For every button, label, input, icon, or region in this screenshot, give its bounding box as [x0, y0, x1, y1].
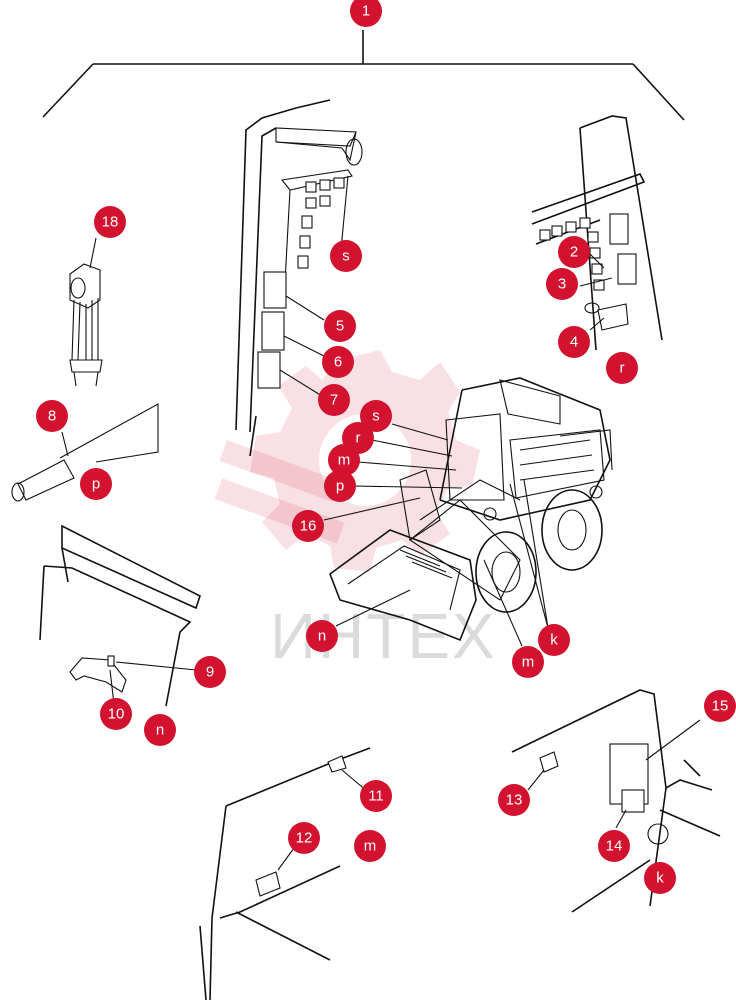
decal-5 [263, 271, 287, 309]
decal-12 [255, 871, 281, 897]
svg-text:11: 11 [368, 788, 384, 805]
callout-18: 18 [94, 206, 126, 238]
svg-text:p: p [336, 478, 344, 495]
svg-text:10: 10 [108, 706, 125, 723]
svg-text:14: 14 [606, 838, 623, 855]
callout-15: 15 [704, 690, 736, 722]
decal-13 [539, 751, 559, 773]
callout-m-machine: m [328, 444, 360, 476]
callout-9: 9 [194, 656, 226, 688]
callout-16: 16 [292, 510, 324, 542]
rear-right-panel-view [511, 689, 721, 913]
callout-4: 4 [558, 326, 590, 358]
svg-text:12: 12 [296, 830, 313, 847]
callout-n-left: n [144, 714, 176, 746]
svg-text:1: 1 [362, 3, 370, 20]
svg-text:6: 6 [334, 354, 342, 371]
svg-text:n: n [156, 722, 164, 739]
callout-2: 2 [558, 236, 590, 268]
svg-text:3: 3 [558, 276, 566, 293]
svg-text:k: k [656, 870, 664, 887]
svg-text:5: 5 [336, 318, 344, 335]
svg-text:2: 2 [570, 244, 578, 261]
decal-2 [609, 213, 629, 245]
assembly-bracket [42, 30, 685, 121]
svg-text:m: m [522, 654, 535, 671]
control-handle-view [69, 237, 103, 387]
callout-p-left: p [80, 468, 112, 500]
decal-11 [327, 755, 347, 773]
svg-text:k: k [550, 632, 558, 649]
svg-text:s: s [342, 248, 350, 265]
callout-1: 1 [350, 0, 382, 27]
callout-13: 13 [498, 784, 530, 816]
callout-14: 14 [598, 830, 630, 862]
callout-s-machine: s [360, 400, 392, 432]
svg-text:r: r [356, 430, 361, 447]
svg-text:7: 7 [330, 392, 338, 409]
callout-5: 5 [324, 310, 356, 342]
callout-m-bottom: m [354, 830, 386, 862]
callout-10: 10 [100, 698, 132, 730]
svg-text:r: r [620, 360, 625, 377]
callout-3: 3 [546, 268, 578, 300]
callout-12: 12 [288, 822, 320, 854]
callout-8: 8 [36, 400, 68, 432]
svg-text:18: 18 [102, 214, 119, 231]
svg-text:13: 13 [506, 792, 523, 809]
callout-k-machine: k [538, 624, 570, 656]
rear-left-panel-view [199, 747, 371, 1000]
svg-text:n: n [318, 628, 326, 645]
callout-s-top: s [330, 240, 362, 272]
callout-11: 11 [360, 780, 392, 812]
decal-4 [597, 303, 629, 331]
right-pillar-view [531, 115, 663, 351]
svg-text:p: p [92, 476, 100, 493]
left-pillar-view [235, 99, 363, 457]
decal-3 [617, 253, 637, 285]
decal-6 [261, 311, 285, 351]
callout-k-bottom: k [644, 862, 676, 894]
callout-p-machine: p [324, 470, 356, 502]
cylinder-view [11, 403, 159, 502]
skid-steer-loader [323, 377, 613, 647]
svg-text:s: s [372, 408, 380, 425]
svg-text:15: 15 [712, 698, 729, 715]
callout-m-machine2: m [512, 646, 544, 678]
callout-r-right: r [606, 352, 638, 384]
svg-text:m: m [364, 838, 377, 855]
decal-9 [107, 655, 115, 667]
callout-7: 7 [318, 384, 350, 416]
callout-6: 6 [322, 346, 354, 378]
svg-text:8: 8 [48, 408, 56, 425]
svg-text:m: m [338, 452, 351, 469]
svg-text:4: 4 [570, 334, 578, 351]
callout-n-machine: n [306, 620, 338, 652]
svg-text:16: 16 [300, 518, 317, 535]
decal-7 [257, 351, 281, 389]
svg-text:9: 9 [206, 664, 214, 681]
decal-14 [621, 789, 645, 813]
watermark-text: ИНТЕХ [270, 600, 497, 672]
arm-panel-view [39, 524, 201, 707]
